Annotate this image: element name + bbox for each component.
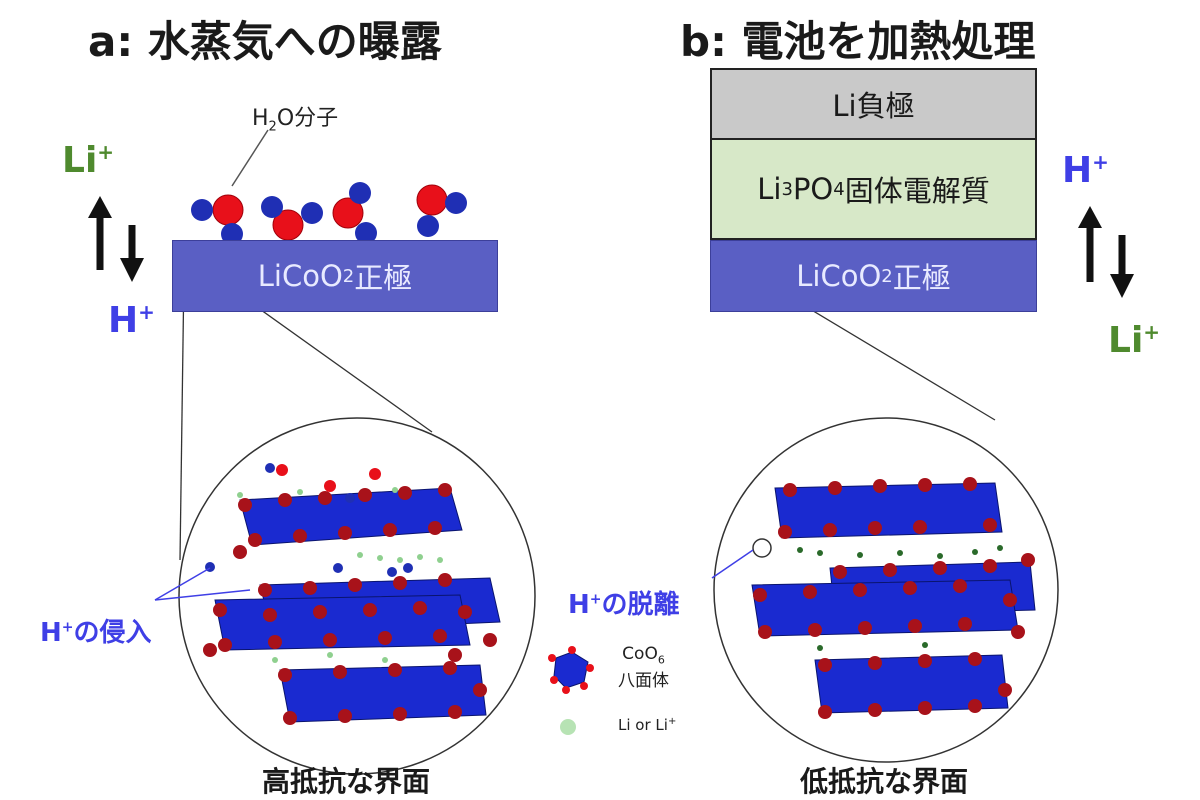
coo6-octahedron-icon (548, 646, 594, 694)
li-h-exchange-arrows-a (88, 196, 144, 282)
removed-h-site (753, 539, 771, 557)
h-li-exchange-arrows-b (1078, 206, 1134, 298)
h-invasion-annotation: H+の侵入 (40, 612, 152, 649)
anode-layer: Li負極 (710, 68, 1037, 140)
legend-coo6-label: CoO6 八面体 (618, 644, 669, 691)
h-ion-label-a: H+ (108, 300, 155, 341)
caption-high-resistance: 高抵抗な界面 (262, 760, 430, 800)
water-molecules (191, 182, 467, 245)
li-ion-label-a: Li+ (62, 140, 114, 181)
li-atom-icon (560, 719, 576, 735)
invasion-pointers (155, 568, 250, 600)
h2o-molecule-label: H2O分子 (252, 100, 338, 134)
h-ion-label-b: H+ (1062, 150, 1109, 191)
crystal-structure-b (752, 477, 1035, 719)
caption-low-resistance: 低抵抗な界面 (800, 760, 968, 800)
h-desorption-annotation: H+の脱離 (568, 584, 680, 621)
legend-li-label: Li or Li+ (618, 716, 676, 734)
crystal-structure-a (203, 463, 500, 725)
li-ion-label-b: Li+ (1108, 320, 1160, 361)
